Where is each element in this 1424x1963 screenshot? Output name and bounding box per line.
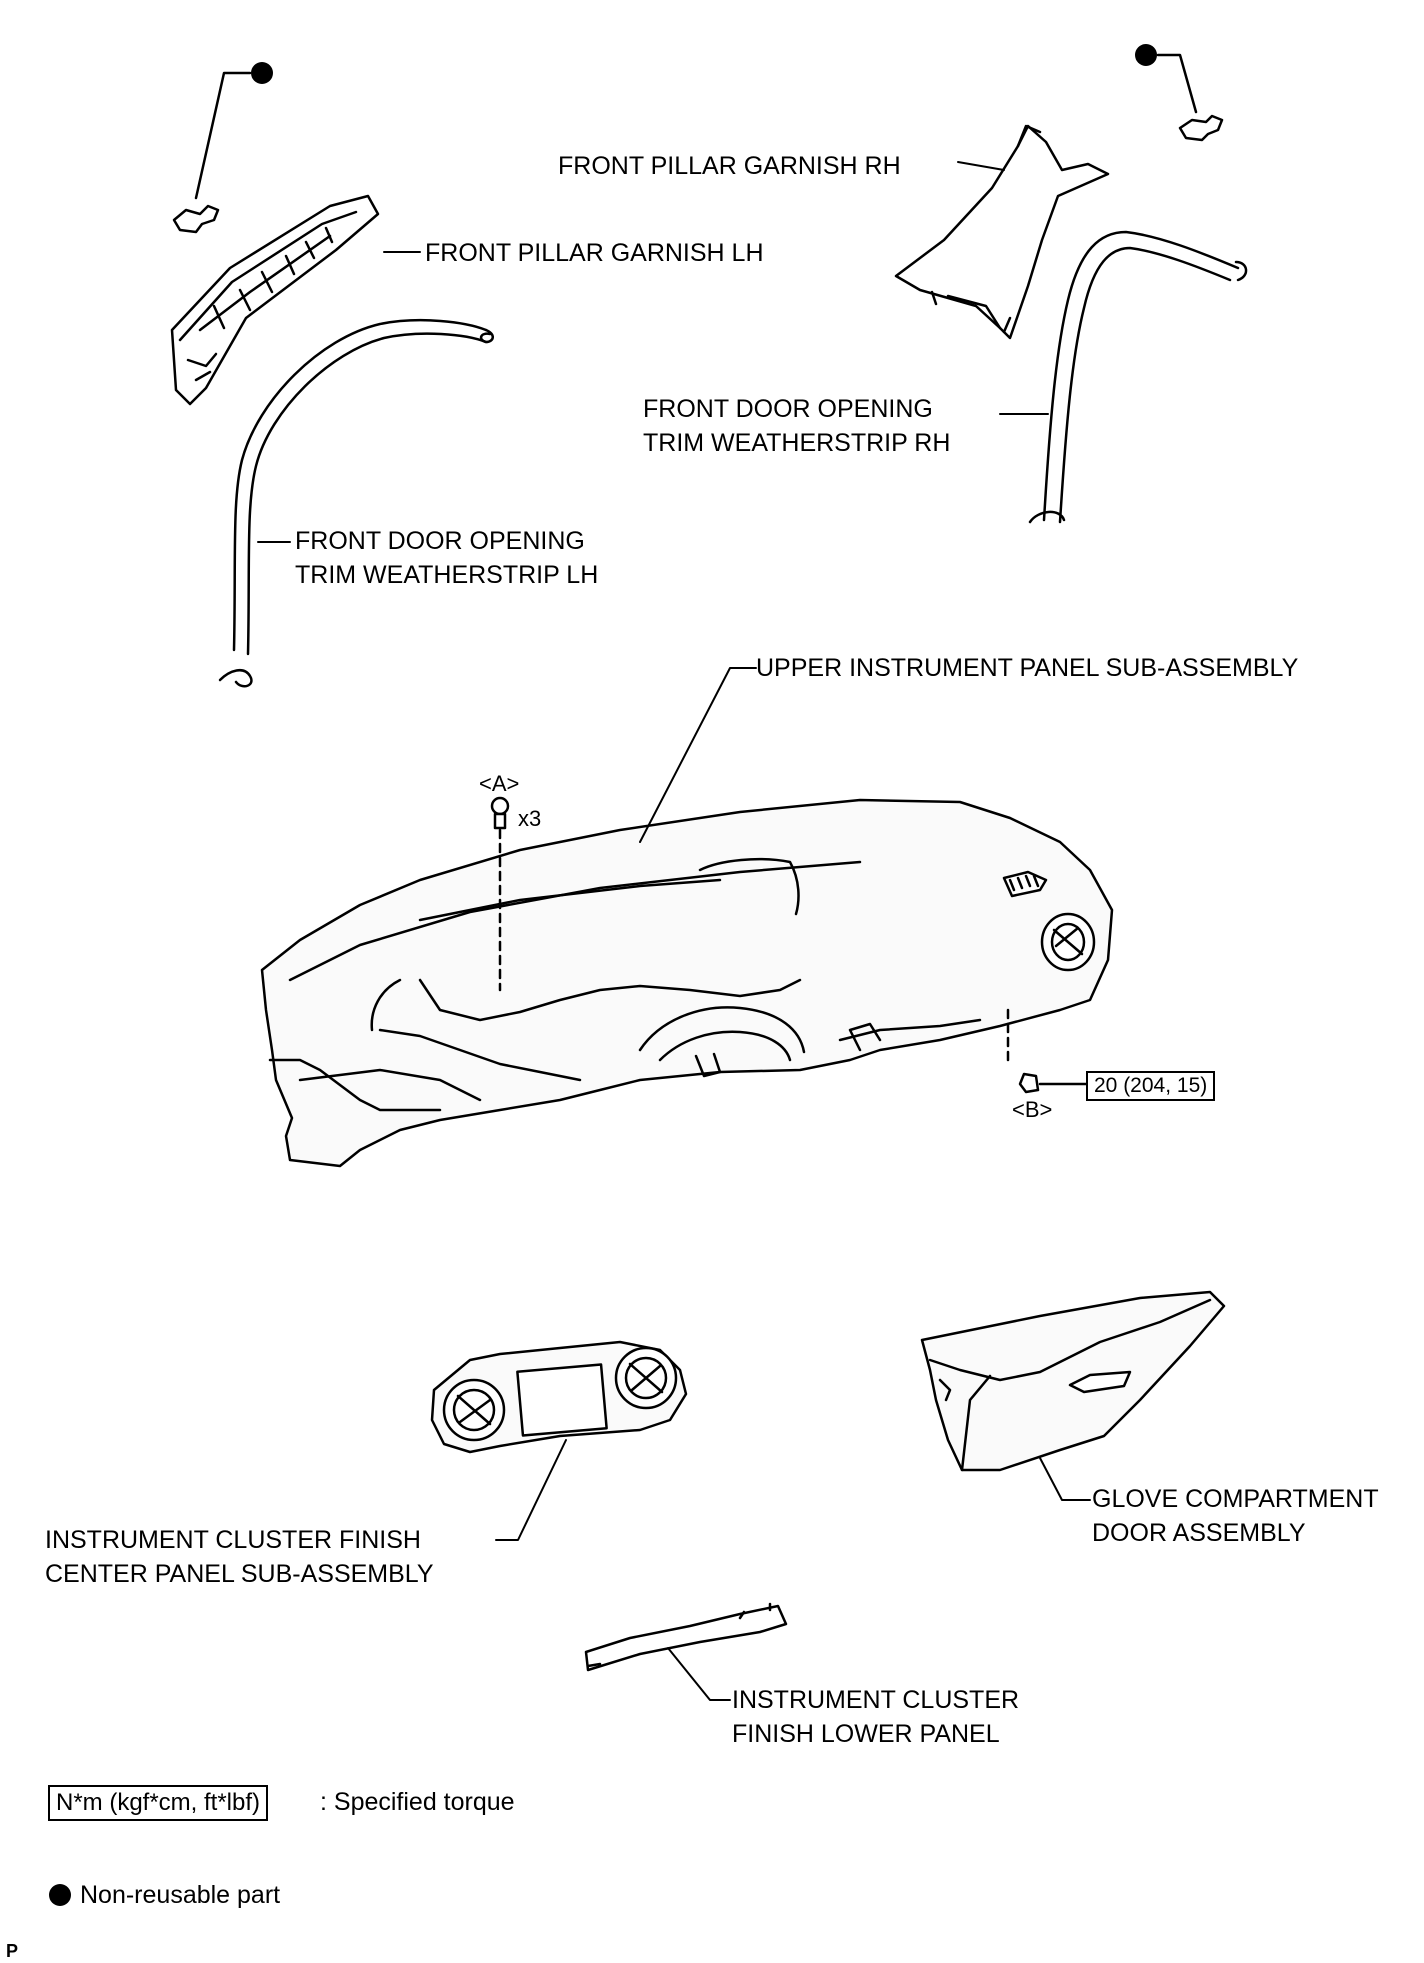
clip-lh-nonreusable [172, 62, 273, 234]
front-pillar-garnish-rh [894, 124, 1110, 340]
legend-torque-text: : Specified torque [320, 1788, 515, 1816]
figure-id: P [6, 1941, 19, 1961]
bolt-a [490, 796, 510, 992]
front-pillar-garnish-lh [170, 194, 380, 406]
upper-instrument-panel [260, 798, 1114, 1168]
bolt-a-qty: x3 [518, 806, 542, 831]
label-weatherstrip-lh-line2: TRIM WEATHERSTRIP LH [295, 561, 599, 589]
clip-rh-nonreusable [1135, 44, 1224, 142]
legend-nonreusable-text: Non-reusable part [80, 1881, 281, 1909]
legend-dot [49, 1884, 71, 1906]
leader-lines [257, 161, 1091, 1701]
label-center-panel-line2: CENTER PANEL SUB-ASSEMBLY [45, 1560, 434, 1588]
label-weatherstrip-lh-line1: FRONT DOOR OPENING [295, 527, 585, 555]
label-lower-panel-line1: INSTRUMENT CLUSTER [732, 1686, 1020, 1714]
label-glove-line2: DOOR ASSEMBLY [1092, 1519, 1306, 1547]
label-front-pillar-garnish-lh: FRONT PILLAR GARNISH LH [425, 239, 764, 267]
instrument-cluster-finish-center-panel [430, 1340, 688, 1454]
bolt-a-ref: <A> [479, 771, 520, 796]
bolt-b-torque-box: 20 (204, 15) [1086, 1071, 1216, 1101]
label-front-pillar-garnish-rh: FRONT PILLAR GARNISH RH [558, 152, 901, 180]
instrument-cluster-finish-lower-panel [584, 1602, 788, 1672]
front-door-weatherstrip-lh [218, 318, 494, 688]
label-center-panel-line1: INSTRUMENT CLUSTER FINISH [45, 1526, 421, 1554]
label-weatherstrip-rh-line1: FRONT DOOR OPENING [643, 395, 933, 423]
label-glove-line1: GLOVE COMPARTMENT [1092, 1485, 1379, 1513]
front-door-weatherstrip-rh [1028, 230, 1248, 524]
glove-compartment-door [920, 1290, 1226, 1472]
bolt-b-ref: <B> [1012, 1097, 1053, 1122]
label-lower-panel-line2: FINISH LOWER PANEL [732, 1720, 1000, 1748]
label-upper-instrument-panel: UPPER INSTRUMENT PANEL SUB-ASSEMBLY [756, 654, 1299, 682]
bolt-b [1006, 1008, 1088, 1094]
label-weatherstrip-rh-line2: TRIM WEATHERSTRIP RH [643, 429, 951, 457]
legend-torque-units-box: N*m (kgf*cm, ft*lbf) [48, 1785, 269, 1821]
